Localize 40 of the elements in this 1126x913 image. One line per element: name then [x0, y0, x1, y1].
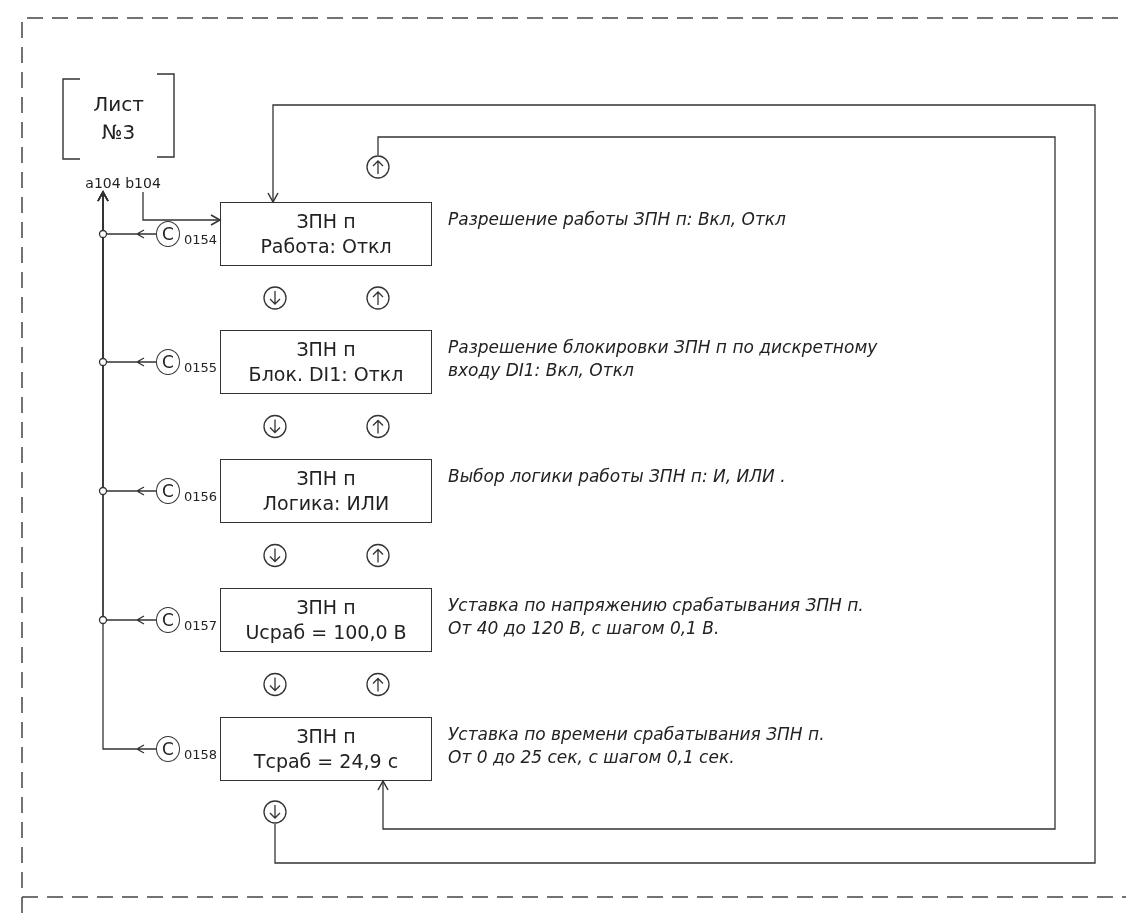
description-text: Разрешение работы ЗПН п: Вкл, Откл — [448, 208, 787, 231]
screen-title: ЗПН п — [296, 595, 356, 620]
arrow — [377, 136, 1056, 830]
circle-symbol: C — [156, 221, 180, 247]
code-label: 0157 — [184, 618, 218, 633]
arrow — [142, 191, 221, 226]
up-arrow-key-circle — [366, 155, 390, 179]
menu-screen-box — [220, 459, 432, 523]
screen-value: Тсраб = 24,9 с — [253, 749, 399, 774]
screen-title: ЗПН п — [296, 337, 356, 362]
arrow — [97, 191, 157, 754]
sheet-reference-text: Лист №3 — [92, 91, 145, 146]
screen-title: ЗПН п — [296, 209, 356, 234]
screen-value: Логика: ИЛИ — [262, 491, 390, 516]
description-text: Разрешение блокировки ЗПН п по дискретному входу DI1: Вкл, Откл — [448, 336, 879, 382]
bracket-frame — [62, 73, 175, 163]
circle-symbol: C — [156, 736, 180, 762]
down-arrow-key-circle — [263, 800, 287, 824]
code-label: 0158 — [184, 747, 218, 762]
description-text: Уставка по напряжению срабатывания ЗПН п. От 40 до 120 В, с шагом 0,1 В. — [448, 594, 865, 640]
code-label: 0155 — [184, 360, 218, 375]
arrow — [267, 104, 1096, 864]
screen-value: Работа: Откл — [260, 234, 392, 259]
screen-value: Uсраб = 100,0 В — [245, 620, 407, 645]
description-text: Выбор логики работы ЗПН п: И, ИЛИ . — [448, 465, 787, 488]
circle-symbol: C — [156, 349, 180, 375]
circle-symbol: C — [156, 478, 180, 504]
menu-screen-box — [220, 588, 432, 652]
menu-screen-box — [220, 717, 432, 781]
terminal-label: a104 — [84, 174, 122, 192]
screen-title: ЗПН п — [296, 466, 356, 491]
terminal-label: b104 — [124, 174, 162, 192]
circle-symbol: C — [156, 607, 180, 633]
code-label: 0156 — [184, 489, 218, 504]
description-text: Уставка по времени срабатывания ЗПН п. От 0 до 25 сек, с шагом 0,1 сек. — [448, 723, 826, 769]
menu-screen-box — [220, 330, 432, 394]
code-label: 0154 — [184, 232, 218, 247]
menu-screen-box — [220, 202, 432, 266]
screen-value: Блок. DI1: Откл — [248, 362, 404, 387]
screen-title: ЗПН п — [296, 724, 356, 749]
